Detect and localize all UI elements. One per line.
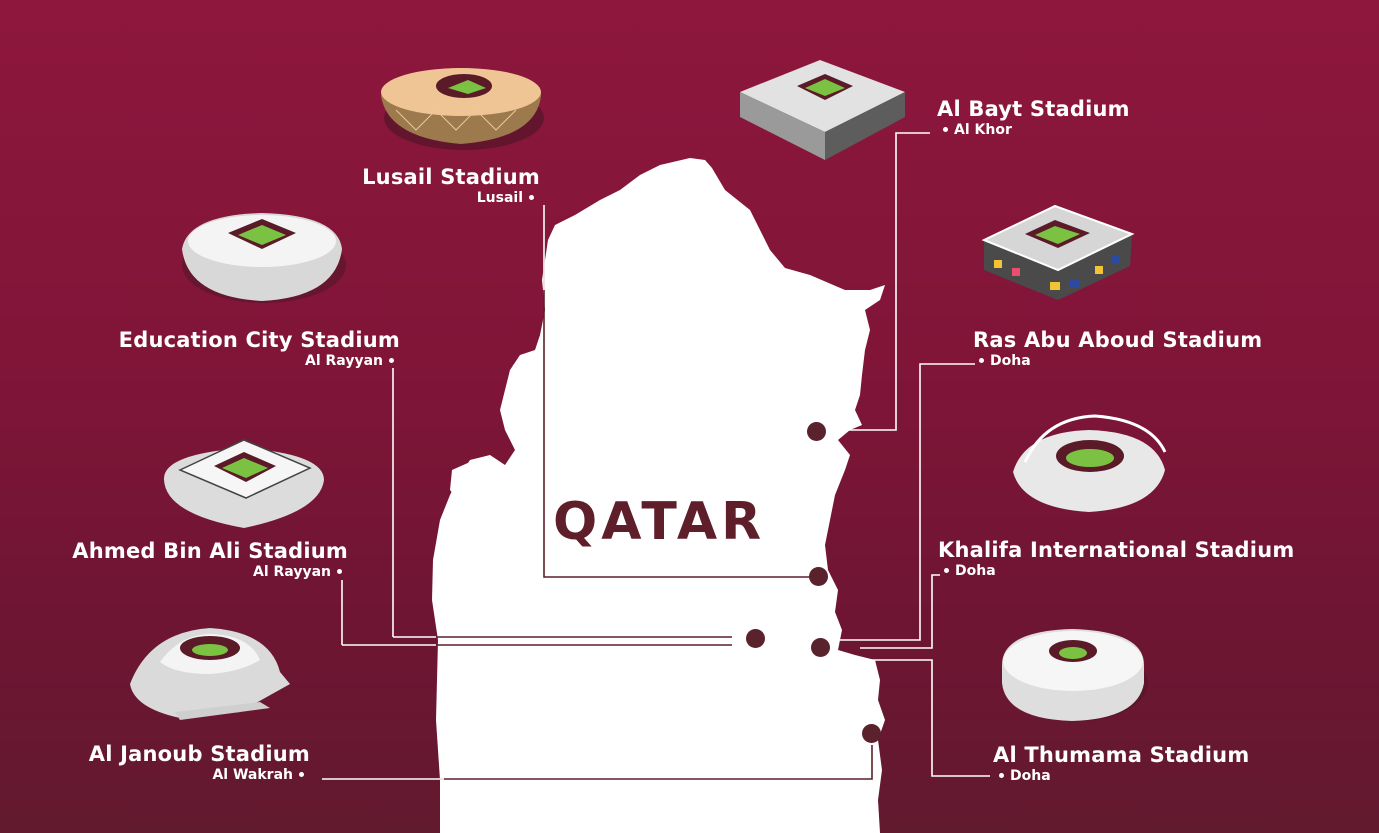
- stadium-name: Khalifa International Stadium: [938, 538, 1295, 562]
- bullet-icon: [979, 357, 984, 363]
- al-thumama-stadium-icon: [1002, 629, 1148, 721]
- stadium-label-ahmed-bin-ali[interactable]: Ahmed Bin Ali Stadium Al Rayyan: [50, 539, 348, 581]
- stadium-illustration-al-bayt: [735, 52, 910, 162]
- stadium-label-ras-abu-aboud[interactable]: Ras Abu Aboud Stadium Doha: [973, 328, 1262, 370]
- stadium-illustration-al-janoub: [120, 622, 295, 724]
- marker-ras-abu-aboud[interactable]: [811, 638, 830, 657]
- ras-abu-aboud-stadium-icon: [981, 204, 1135, 300]
- stadium-name: Al Janoub Stadium: [88, 742, 310, 766]
- stadium-label-lusail[interactable]: Lusail Stadium Lusail: [340, 165, 540, 207]
- stadium-name: Ras Abu Aboud Stadium: [973, 328, 1263, 352]
- marker-education-city[interactable]: [746, 629, 765, 648]
- ahmed-bin-ali-stadium-icon: [163, 439, 324, 528]
- stadium-illustration-lusail: [376, 58, 546, 153]
- stadium-city: Lusail: [340, 189, 540, 207]
- stadium-name: Ahmed Bin Ali Stadium: [72, 539, 348, 563]
- stadium-illustration-al-thumama: [998, 625, 1148, 725]
- connector-lusail: [543, 205, 818, 578]
- country-label: QATAR: [553, 492, 766, 552]
- stadium-city: Al Rayyan: [100, 352, 400, 370]
- stadium-label-al-bayt[interactable]: Al Bayt Stadium Al Khor: [937, 97, 1130, 139]
- connector-ras-abu-aboud: [840, 363, 975, 641]
- bullet-icon: [529, 194, 534, 200]
- stadium-city: Al Rayyan: [50, 563, 348, 581]
- marker-al-bayt[interactable]: [807, 422, 826, 441]
- stadium-illustration-khalifa-international: [1005, 412, 1173, 518]
- stadium-illustration-education-city: [178, 205, 346, 307]
- al-bayt-stadium-icon: [740, 60, 905, 160]
- stadium-label-al-janoub[interactable]: Al Janoub Stadium Al Wakrah: [60, 742, 310, 784]
- bullet-icon: [999, 772, 1004, 778]
- stadium-name: Al Thumama Stadium: [993, 743, 1250, 767]
- education-city-stadium-icon: [182, 213, 346, 303]
- bullet-icon: [943, 126, 948, 132]
- lusail-stadium-icon: [381, 68, 544, 150]
- stadium-label-al-thumama[interactable]: Al Thumama Stadium Doha: [993, 743, 1249, 785]
- khalifa-international-stadium-icon: [1013, 414, 1167, 512]
- bullet-icon: [389, 357, 394, 363]
- stadium-name: Education City Stadium: [118, 328, 400, 352]
- bullet-icon: [299, 771, 304, 777]
- stadium-illustration-ahmed-bin-ali: [158, 432, 330, 530]
- al-janoub-stadium-icon: [130, 628, 290, 720]
- stadium-illustration-ras-abu-aboud: [980, 200, 1135, 305]
- marker-lusail[interactable]: [809, 567, 828, 586]
- stadium-city: Al Khor: [937, 121, 1130, 139]
- connector-al-bayt: [840, 132, 930, 431]
- connector-al-janoub: [322, 745, 873, 780]
- stadium-city: Doha: [993, 767, 1249, 785]
- stadium-city: Al Wakrah: [60, 766, 310, 784]
- connector-ahmed-bin-ali: [341, 580, 732, 646]
- stadium-name: Al Bayt Stadium: [937, 97, 1130, 121]
- stadium-label-education-city[interactable]: Education City Stadium Al Rayyan: [100, 328, 400, 370]
- connector-al-thumama: [860, 659, 990, 777]
- connector-khalifa: [860, 574, 940, 649]
- bullet-icon: [337, 568, 342, 574]
- stadium-label-khalifa-international[interactable]: Khalifa International Stadium Doha: [938, 538, 1294, 580]
- marker-al-janoub[interactable]: [862, 724, 881, 743]
- bullet-icon: [944, 567, 949, 573]
- stadium-name: Lusail Stadium: [362, 165, 540, 189]
- stadium-city: Doha: [973, 352, 1262, 370]
- stadium-city: Doha: [938, 562, 1294, 580]
